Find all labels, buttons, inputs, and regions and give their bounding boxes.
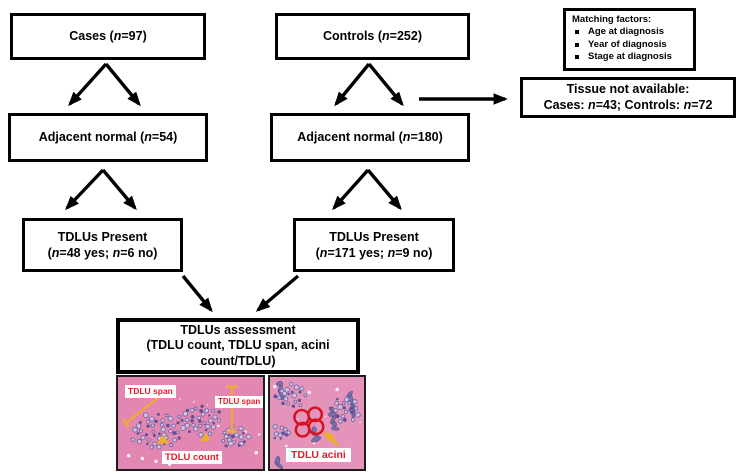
- arrow-converge-right: [255, 274, 300, 312]
- n-italic: n: [113, 29, 122, 44]
- assessment-subtitle: (TDLU count, TDLU span, acini count/TDLU…: [146, 338, 330, 368]
- n-italic: n: [51, 246, 60, 260]
- tdlus-present-controls-box: TDLUs Present (n=171 yes; n=9 no): [293, 218, 455, 272]
- tdlus-present-cases-line1: TDLUs Present: [57, 229, 148, 244]
- histology-figures-row: TDLU span TDLU span TDLU count: [116, 375, 366, 471]
- adjacent-normal-controls-box: Adjacent normal (n=180): [270, 113, 470, 162]
- tdlus-assessment-box: TDLUs assessment (TDLU count, TDLU span,…: [116, 318, 360, 374]
- adjacent-normal-cases-box: Adjacent normal (n=54): [8, 113, 208, 162]
- matching-factors-box: Matching factors: Age at diagnosis Year …: [563, 8, 696, 71]
- duct-scatter: [272, 381, 361, 469]
- arrow-controls-split-left: [334, 62, 371, 107]
- matching-item-row: Year of diagnosis: [572, 39, 667, 51]
- n-italic: n: [144, 130, 152, 145]
- controls-label: Controls (n=252): [323, 29, 422, 44]
- tdlu-span-label: TDLU span: [215, 396, 263, 408]
- arrow-adjcases-split-right: [101, 168, 137, 211]
- assessment-title: TDLUs assessment: [180, 322, 296, 337]
- matching-item-year: Year of diagnosis: [588, 38, 667, 50]
- n-italic: n: [588, 97, 596, 112]
- arrow-adjcontrols-split-left: [332, 168, 370, 211]
- cases-label: Cases (n=97): [69, 29, 147, 44]
- count-arrow-icon: [156, 434, 169, 445]
- adjacent-normal-cases-label: Adjacent normal (n=54): [38, 130, 178, 145]
- matching-factors-title: Matching factors:: [572, 14, 652, 25]
- n-italic: n: [683, 97, 692, 112]
- arrow-adjcases-split-left: [65, 168, 105, 211]
- matching-item-stage: Stage at diagnosis: [588, 51, 672, 63]
- tdlu-span-label: TDLU span: [125, 385, 176, 398]
- matching-item-row: Stage at diagnosis: [572, 51, 672, 63]
- yellow-count-arrows: [156, 432, 211, 445]
- n-italic: n: [112, 246, 121, 260]
- n-italic: n: [382, 29, 390, 44]
- arrow-adjcontrols-split-right: [366, 168, 402, 211]
- acini-arrow-icon: [323, 431, 340, 447]
- n-italic: n: [319, 246, 328, 260]
- bullet-square-icon: [575, 30, 579, 35]
- arrow-cases-split-left: [68, 62, 108, 107]
- histology-image-tdlu-span-count: TDLU span TDLU span TDLU count: [116, 375, 265, 471]
- tissue-line2: Cases: n=43; Controls: n=72: [543, 97, 713, 112]
- acini-red-circles: [293, 406, 325, 438]
- n-italic: n: [387, 246, 396, 260]
- acinus-circle: [307, 406, 324, 423]
- matching-item-age: Age at diagnosis: [588, 26, 665, 38]
- arrow-cases-split-right: [104, 62, 141, 107]
- span-diagonal-cap-bottom: [122, 418, 130, 428]
- n-italic: n: [402, 130, 411, 145]
- tissue-line1: Tissue not available:: [566, 81, 690, 96]
- yellow-acini-arrow: [323, 431, 340, 447]
- tissue-not-available-box: Tissue not available: Cases: n=43; Contr…: [520, 77, 736, 118]
- bullet-square-icon: [575, 42, 579, 47]
- histology-image-tdlu-acini: TDLU acini: [268, 375, 366, 471]
- matching-item-row: Age at diagnosis: [572, 26, 664, 38]
- count-arrow-icon: [199, 432, 211, 443]
- tdlu-acini-label: TDLU acini: [286, 447, 351, 462]
- acinus-circle: [307, 418, 325, 436]
- cases-box: Cases (n=97): [10, 13, 206, 60]
- arrow-controls-split-right: [367, 62, 404, 107]
- bullet-square-icon: [575, 55, 579, 60]
- tdlus-present-cases-line2: (n=48 yes; n=6 no): [47, 246, 158, 260]
- tdlus-present-controls-line1: TDLUs Present: [329, 229, 419, 244]
- controls-box: Controls (n=252): [275, 13, 470, 60]
- arrow-converge-left: [181, 274, 213, 313]
- tdlu-count-label: TDLU count: [162, 450, 222, 464]
- tdlus-present-cases-box: TDLUs Present (n=48 yes; n=6 no): [22, 218, 183, 272]
- tdlus-present-controls-line2: (n=171 yes; n=9 no): [315, 246, 433, 260]
- adjacent-normal-controls-label: Adjacent normal (n=180): [297, 130, 443, 145]
